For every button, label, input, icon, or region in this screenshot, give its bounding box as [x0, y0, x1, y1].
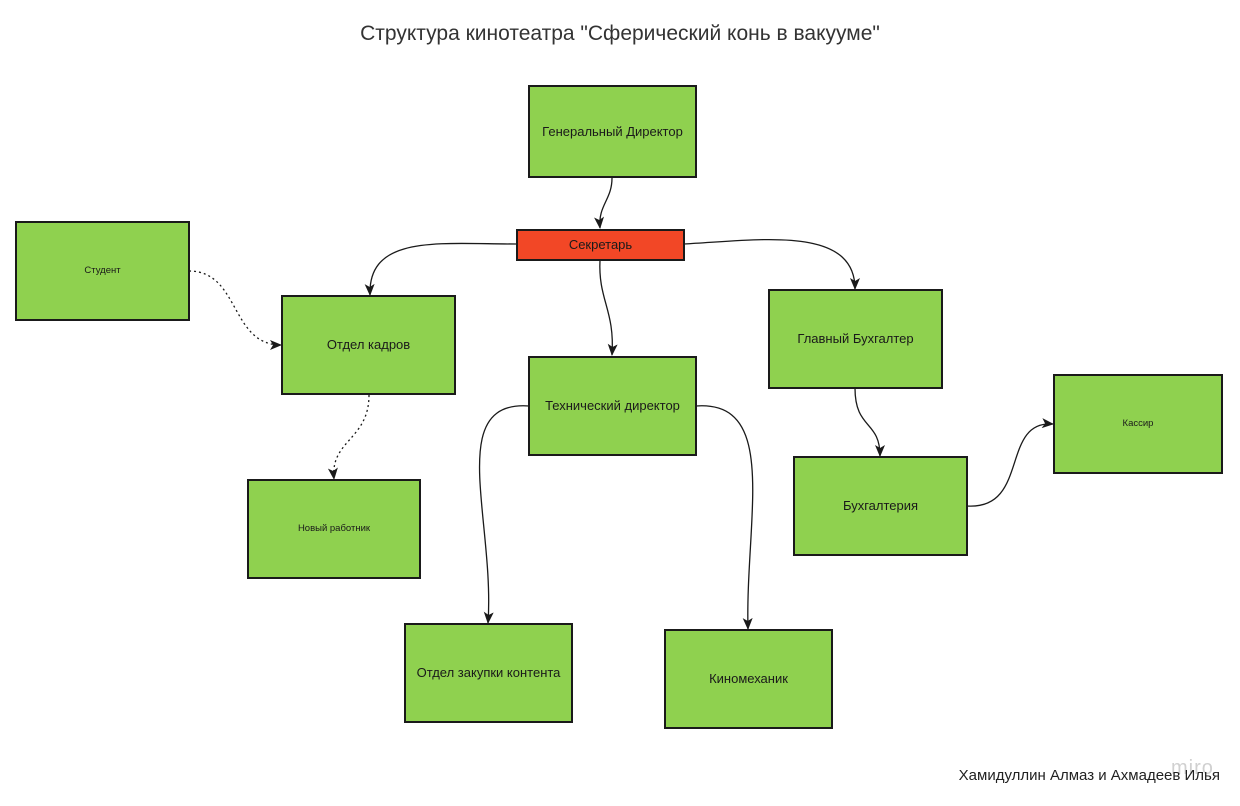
- connector-tech-projectionist: [695, 405, 754, 630]
- miro-watermark: miro: [1171, 757, 1214, 779]
- authors-footer: Хамидуллин Алмаз и Ахмадеев Илья: [958, 767, 1220, 784]
- node-projectionist[interactable]: Киномеханик: [664, 629, 833, 729]
- connector-student-hr: [188, 270, 282, 350]
- node-tech-director[interactable]: Технический директор: [528, 356, 697, 456]
- node-hr[interactable]: Отдел кадров: [281, 295, 456, 395]
- connector-accounting-cashier: [966, 418, 1054, 507]
- node-chief-accountant[interactable]: Главный Бухгалтер: [768, 289, 943, 389]
- node-student[interactable]: Студент: [15, 221, 190, 321]
- diagram-title: Структура кинотеатра "Сферический конь в…: [360, 22, 880, 45]
- node-accounting[interactable]: Бухгалтерия: [793, 456, 968, 556]
- connector-secretary-tech-director: [599, 259, 618, 356]
- node-secretary[interactable]: Секретарь: [516, 229, 685, 261]
- connector-director-secretary: [594, 177, 613, 229]
- node-new-worker[interactable]: Новый работник: [247, 479, 421, 579]
- connector-chief-accounting: [854, 387, 885, 457]
- connector-tech-content: [478, 405, 530, 624]
- connector-hr-new-worker: [327, 394, 370, 480]
- node-content-purchase[interactable]: Отдел закупки контента: [404, 623, 573, 723]
- connector-secretary-chief-accountant: [683, 238, 860, 290]
- node-gen-director[interactable]: Генеральный Директор: [528, 85, 697, 178]
- node-cashier[interactable]: Кассир: [1053, 374, 1223, 474]
- connector-secretary-hr: [364, 242, 517, 296]
